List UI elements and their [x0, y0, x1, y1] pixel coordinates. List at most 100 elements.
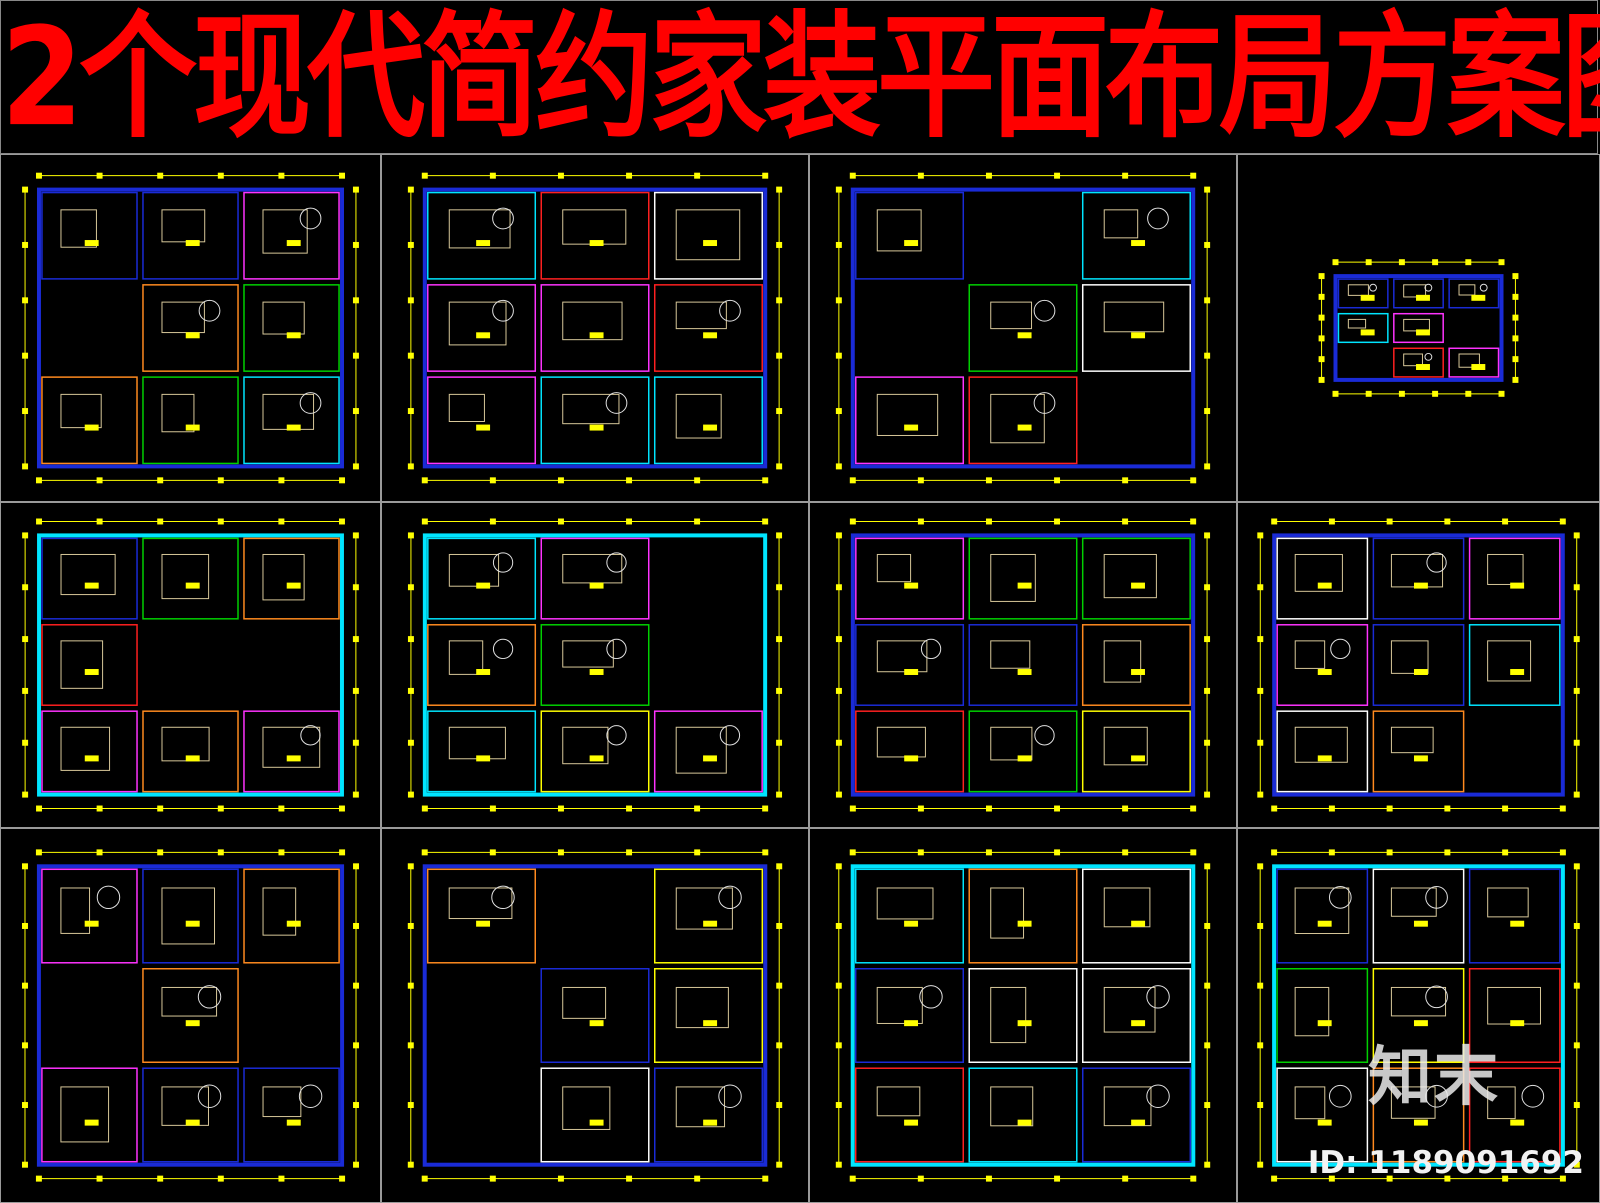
- dimension-tick: [1257, 1161, 1264, 1168]
- furniture: [298, 1084, 323, 1108]
- furniture: [492, 207, 514, 230]
- room-label: [904, 1119, 919, 1126]
- dimension-tick: [339, 477, 346, 484]
- dimension-tick: [35, 477, 42, 484]
- furniture: [675, 1086, 726, 1128]
- dimension-tick: [1318, 376, 1325, 383]
- room-wall: [142, 868, 239, 964]
- furniture: [675, 726, 727, 774]
- furniture: [161, 209, 206, 243]
- room-label: [1317, 1020, 1332, 1027]
- dimension-tick: [421, 1175, 428, 1182]
- furniture: [920, 638, 942, 660]
- dimension-tick: [835, 922, 842, 929]
- furniture: [606, 638, 627, 660]
- room-label: [476, 332, 491, 339]
- dimension-tick: [1271, 805, 1278, 812]
- dimension-tick: [835, 241, 842, 248]
- furniture: [262, 887, 297, 936]
- dimension-tick: [1318, 335, 1325, 342]
- furniture: [562, 393, 620, 425]
- image-id-label: ID: 1189091692: [1307, 1145, 1584, 1181]
- furniture: [1390, 640, 1429, 674]
- furniture: [60, 726, 111, 771]
- dimension-tick: [1318, 273, 1325, 280]
- dimension-tick: [407, 636, 414, 643]
- dimension-tick: [407, 1161, 414, 1168]
- furniture: [1390, 553, 1444, 588]
- dimension-tick: [776, 863, 783, 870]
- furniture: [1424, 283, 1433, 292]
- dimension-tick: [217, 518, 224, 525]
- furniture: [606, 552, 627, 573]
- room-wall: [854, 868, 964, 964]
- dimension-tick: [22, 863, 28, 870]
- room-label: [476, 920, 491, 927]
- furniture: [562, 1086, 611, 1130]
- dimension-tick: [352, 739, 359, 746]
- exterior-wall: [850, 864, 1196, 1167]
- dimension-tick: [835, 297, 842, 304]
- furniture: [1479, 283, 1488, 292]
- room-label: [476, 424, 491, 431]
- room-wall: [540, 710, 650, 793]
- dimension-tick: [1257, 739, 1264, 746]
- room-label: [286, 240, 301, 247]
- dimension-tick: [1257, 1102, 1264, 1108]
- dimension-tick: [776, 1102, 783, 1109]
- dimension-tick: [1204, 687, 1211, 694]
- dimension-tick: [1559, 805, 1566, 812]
- room-wall: [427, 624, 537, 706]
- dimension-tick: [157, 805, 164, 812]
- dimension-tick: [849, 849, 856, 856]
- dimension-tick: [1398, 259, 1405, 266]
- floor-plan-5: [0, 502, 381, 828]
- room-wall: [1276, 710, 1369, 793]
- dimension-tick: [352, 297, 359, 304]
- room-label: [1131, 920, 1146, 927]
- furniture: [161, 301, 205, 334]
- dimension-tick: [1122, 1175, 1129, 1182]
- dimension-tick: [776, 408, 783, 415]
- room-wall: [1276, 968, 1369, 1063]
- room-label: [1413, 755, 1428, 762]
- room-wall: [540, 376, 650, 465]
- dimension-tick: [985, 518, 992, 525]
- floor-plan-9: [0, 828, 381, 1203]
- dimension-tick: [835, 982, 842, 989]
- room-label: [1017, 1119, 1032, 1126]
- dimension-tick: [1204, 791, 1211, 798]
- dimension-tick: [1122, 172, 1129, 179]
- room-label: [1471, 364, 1486, 370]
- furniture: [718, 885, 742, 910]
- floor-plan-1: [0, 154, 381, 502]
- furniture: [990, 301, 1033, 330]
- dimension-tick: [626, 477, 633, 484]
- room-wall: [41, 868, 138, 964]
- dimension-tick: [626, 1175, 633, 1182]
- room-wall: [142, 968, 239, 1063]
- furniture: [1103, 1086, 1152, 1127]
- dimension-tick: [985, 1175, 992, 1182]
- furniture: [1390, 986, 1447, 1017]
- room-wall: [968, 710, 1078, 793]
- furniture: [1146, 1084, 1170, 1108]
- dimension-tick: [22, 463, 29, 470]
- room-wall: [540, 284, 650, 372]
- furniture: [1294, 726, 1348, 763]
- dimension-tick: [835, 584, 842, 591]
- furniture: [448, 209, 511, 249]
- room-label: [1017, 424, 1032, 431]
- room-wall: [243, 376, 340, 465]
- furniture: [675, 986, 729, 1029]
- dimension-tick: [1204, 982, 1211, 989]
- room-wall: [1393, 347, 1444, 378]
- dimension-tick: [22, 1102, 28, 1109]
- room-wall: [1276, 624, 1369, 706]
- dimension-tick: [985, 477, 992, 484]
- room-wall: [41, 191, 138, 280]
- room-label: [1131, 1119, 1146, 1126]
- dimension-tick: [1054, 805, 1061, 812]
- dimension-tick: [1444, 1175, 1451, 1182]
- dimension-tick: [352, 687, 359, 694]
